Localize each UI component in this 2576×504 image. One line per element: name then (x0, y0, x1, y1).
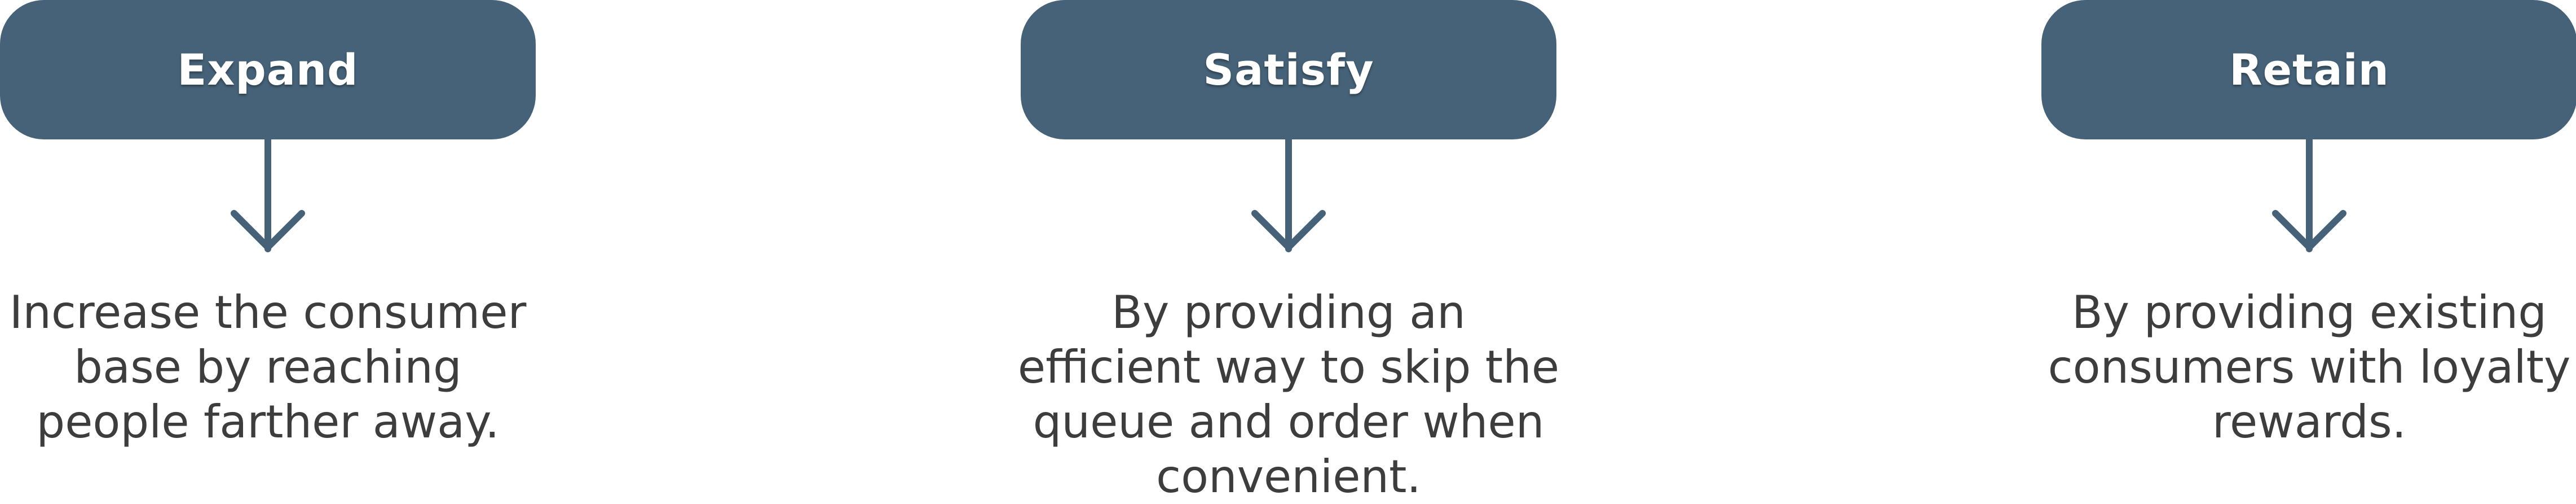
step-title-expand: Expand (0, 0, 536, 139)
step-expand: Expand Increase the consumer base by rea… (0, 0, 536, 497)
step-satisfy: Satisfy By providing an efficient way to… (1018, 0, 1559, 503)
step-description-expand: Increase the consumer base by reaching p… (9, 286, 527, 448)
down-arrow-icon (1251, 139, 1326, 252)
down-arrow-icon (2272, 139, 2346, 252)
step-title-retain: Retain (2041, 0, 2576, 139)
step-retain: Retain By providing existing consumers w… (2041, 0, 2576, 497)
step-description-retain: By providing existing consumers with loy… (2048, 286, 2571, 448)
step-description-satisfy: By providing an efficient way to skip th… (1017, 286, 1560, 503)
down-arrow-icon (231, 139, 305, 252)
step-title-satisfy: Satisfy (1021, 0, 1556, 139)
